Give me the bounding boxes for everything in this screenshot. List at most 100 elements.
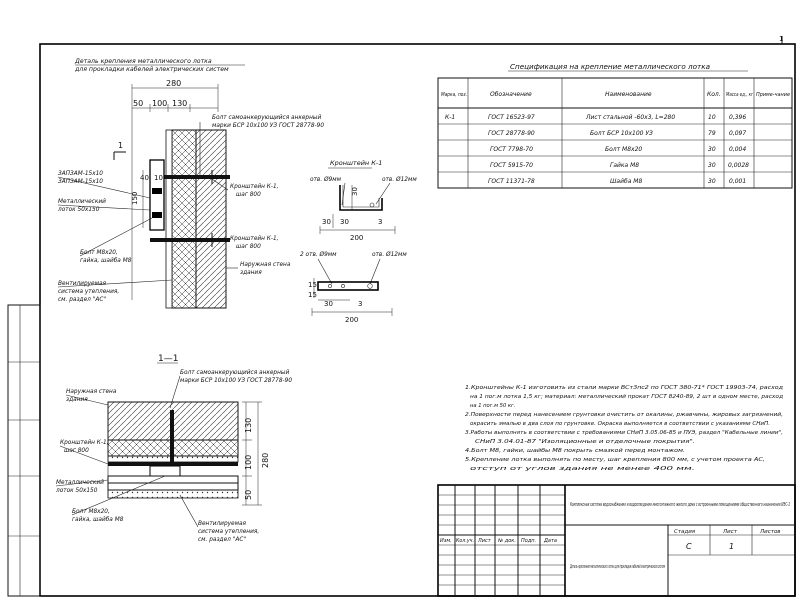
spec-cell: 0,001 (729, 178, 746, 185)
bracket-dim-30c: 30 (340, 218, 349, 226)
spec-header-mass: Масса ед., кг (726, 92, 753, 98)
section-bracket-2: шаг 800 (64, 448, 89, 454)
spec-title: Спецификация на крепление металлического… (510, 62, 710, 71)
section-tray-2: лоток 50х150 (55, 488, 98, 494)
spec-cell: Шайба М8 (610, 178, 642, 185)
label-insulation-1: Вентилируемая (58, 281, 107, 287)
spec-cell: 79 (708, 130, 716, 137)
bracket-dim-3b: 3 (358, 300, 362, 308)
bracket-hole-right: отв. Ø12мм (382, 176, 417, 183)
bracket-dim-30d: 30 (324, 300, 333, 308)
spec-cell: 10 (708, 114, 716, 121)
spec-cell: Гайка М8 (610, 162, 639, 169)
spec-row: ГОСТ 11371-78 Шайба М8 30 0,001 (488, 178, 746, 185)
sheet-value: 1 (729, 542, 734, 551)
label-bracket-k1b-2: шаг 800 (236, 244, 261, 250)
section-wall-1: Наружная стена (66, 389, 117, 395)
section-insulation-3: см. раздел "АС" (198, 537, 246, 543)
section-wall-2: здания (66, 397, 88, 403)
bracket-k1-drawing: Кронштейн К-1 отв. Ø9мм отв. Ø12мм 30 30… (300, 159, 417, 324)
spec-cell: Лист стальной -60х3, L=280 (585, 114, 675, 121)
label-insulation-3: см. раздел "АС" (58, 297, 106, 303)
section-bolt-m8-1: Болт М8х20, (72, 509, 110, 515)
label-bracket-k1-1: Кронштейн К-1, (230, 184, 279, 190)
section-dim-130: 130 (244, 418, 253, 433)
spec-cell: Болт М8х20 (605, 146, 642, 153)
bracket-hole-right-b: отв. Ø12мм (372, 251, 407, 258)
bracket-dim-15b: 15 (308, 291, 317, 299)
detail-title-line1: Деталь крепления металлического лотка (74, 58, 212, 65)
spec-cell: 30 (708, 162, 716, 169)
sheet-frame (39, 43, 796, 597)
rev-header-doc: № док. (497, 538, 516, 544)
spec-row: ГОСТ 28778-90 Болт БСР 10х100 УЗ 79 0,09… (488, 130, 746, 137)
label-bolt-m8-1: Болт М8х20, (80, 250, 118, 256)
spec-header-note: Приме-чание (756, 92, 791, 98)
spec-cell: ГОСТ 28778-90 (488, 130, 535, 137)
label-outer-wall-2: здания (240, 270, 262, 276)
spec-header-name: Наименование (605, 91, 652, 98)
spec-row: ГОСТ 7798-70 Болт М8х20 30 0,004 (490, 146, 746, 153)
note-line: СНиП 3.04.01-87 "Изоляционные и отделочн… (475, 439, 695, 445)
rev-header-sign: Подп. (521, 538, 536, 544)
bracket-dim-3: 3 (378, 218, 382, 226)
dim-130: 130 (172, 99, 187, 108)
left-stamp-strip (7, 304, 41, 597)
spec-cell: 0,097 (729, 130, 746, 137)
bracket-dim-30b: 30 (322, 218, 331, 226)
stage-header: Стадия (674, 529, 696, 535)
label-ms-1: ЗАПЗАМ-15х10 (58, 171, 103, 177)
stage-value: С (686, 542, 692, 551)
section-dim-280: 280 (261, 453, 270, 468)
section-bolt-m8-2: гайка, шайба М8 (72, 517, 124, 523)
note-line: окрасить эмалью в два слоя по грунтовке.… (470, 421, 770, 427)
spec-cell: 30 (708, 146, 716, 153)
spec-cell: ГОСТ 7798-70 (490, 146, 533, 153)
spec-cell: 30 (708, 178, 716, 185)
note-line: отступ от углов здания не менее 400 мм. (470, 466, 695, 472)
rev-header-izm: Изм. (440, 538, 452, 544)
label-bolt-top-2: марки БСР 10х100 УЗ ГОСТ 28778-90 (212, 123, 324, 129)
rev-header-date: Дата (543, 538, 557, 544)
note-line: 4.Болт М8, гайки, шайбы М8 покрыть смазк… (465, 448, 685, 454)
spec-cell: ГОСТ 5915-70 (490, 162, 533, 169)
project-name: Комплексная система водоснабжения и водо… (570, 502, 790, 508)
detail-title-line2: для прокладки кабелей электрических сист… (74, 65, 229, 73)
label-bracket-k1-2: шаг 800 (236, 192, 261, 198)
section-1-1: 1—1 Болт самоанкерующийся анкерный марки… (55, 354, 292, 543)
section-insulation-2: система утепления, (198, 529, 259, 535)
bracket-hole-left-b: 2 отв. Ø9мм (300, 251, 337, 258)
dim-150: 150 (131, 192, 139, 205)
note-line: 1.Кронштейны К-1 изготовить из стали мар… (465, 385, 783, 391)
label-tray-2: лоток 50х150 (57, 207, 100, 213)
label-bolt-m8-2: гайка, шайба М8 (80, 258, 132, 264)
spec-cell: ГОСТ 11371-78 (488, 178, 535, 185)
notes-block: 1.Кронштейны К-1 изготовить из стали мар… (465, 385, 783, 472)
spec-cell: 0,004 (729, 146, 746, 153)
label-insulation-2: система утепления, (58, 289, 119, 295)
bracket-dim-200b: 200 (345, 316, 358, 324)
section-title: 1—1 (158, 354, 178, 364)
note-line: 2.Поверхности перед нанесением грунтовки… (465, 412, 783, 418)
spec-row: ГОСТ 5915-70 Гайка М8 30 0,0028 (490, 162, 749, 169)
title-block: Изм. Кол.уч. Лист № док. Подп. Дата Комп… (437, 484, 796, 597)
sheet-header: Лист (722, 529, 738, 535)
spec-cell: К-1 (445, 114, 455, 121)
note-line: на 1 пог.м 50 кг. (470, 403, 515, 409)
rev-header-list: Лист (477, 538, 492, 544)
section-bolt-1: Болт самоанкерующийся анкерный (180, 370, 289, 376)
spec-cell: 0,0028 (728, 162, 749, 169)
dim-50: 50 (133, 99, 143, 108)
section-bolt-2: марки БСР 10х100 УЗ ГОСТ 28778-90 (180, 378, 292, 384)
spec-header-designation: Обозначение (490, 91, 532, 98)
bracket-dim-15a: 15 (308, 281, 317, 289)
dim-100: 100 (152, 99, 167, 108)
dim-40: 40 (140, 174, 149, 182)
spec-table: Спецификация на крепление металлического… (437, 62, 793, 189)
section-dim-50: 50 (244, 490, 253, 500)
spec-cell: Болт БСР 10х100 УЗ (590, 130, 653, 137)
upper-detail: 280 50 100 130 1 150 40 10 Болт самоанке (57, 79, 324, 309)
drawing-name: Деталь крепления металлического лотка дл… (570, 564, 665, 570)
label-bracket-k1b-1: Кронштейн К-1, (230, 236, 279, 242)
